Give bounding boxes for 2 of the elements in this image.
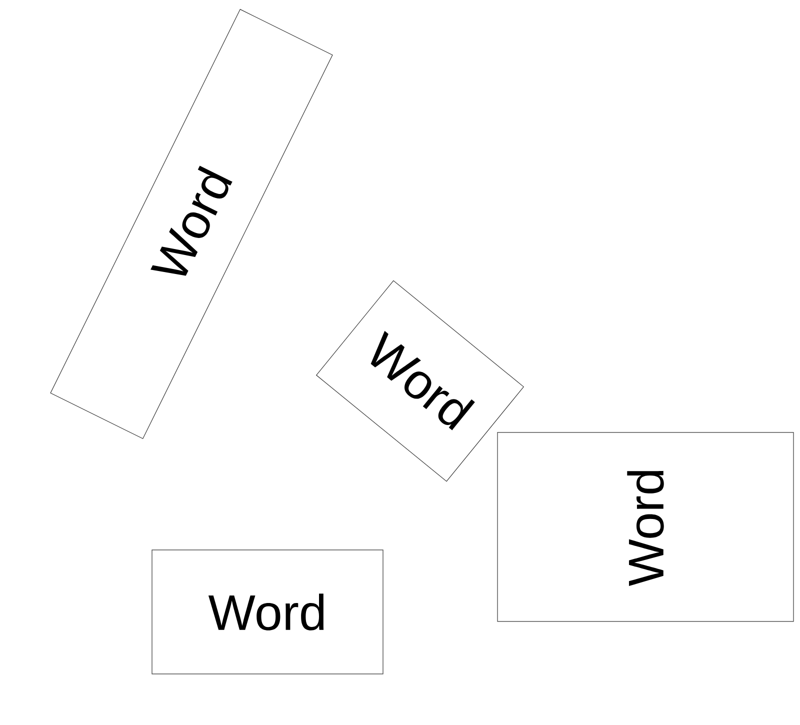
text-box: Word <box>497 432 794 622</box>
text-box: Word <box>152 550 384 674</box>
